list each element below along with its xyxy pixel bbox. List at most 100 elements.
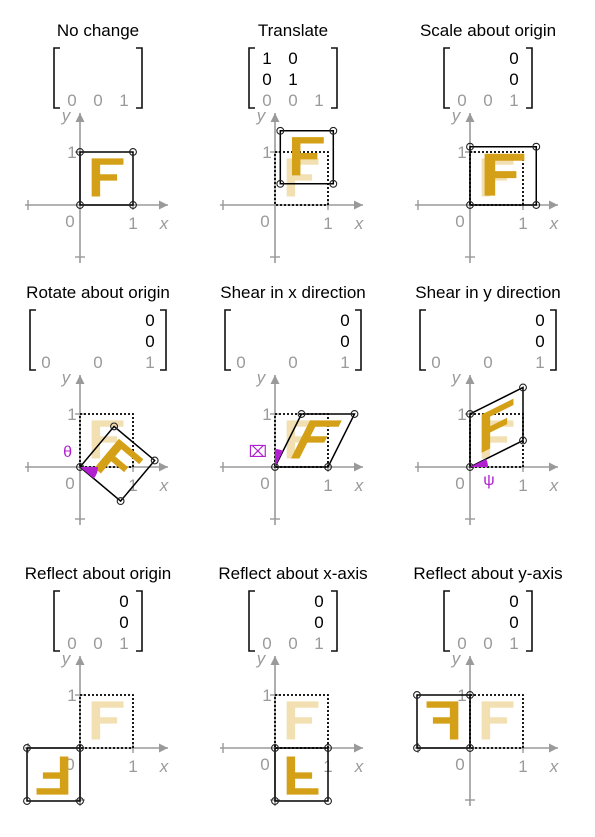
- corner-point: [324, 463, 332, 471]
- corner-point: [116, 497, 125, 506]
- y-axis-arrow-icon: [465, 375, 475, 384]
- origin-label: 0: [65, 755, 74, 774]
- right-bracket: [160, 309, 167, 371]
- panel-title: Rotate about origin: [26, 283, 170, 302]
- transformed-letter-f: [484, 153, 525, 196]
- y-axis-label: y: [256, 106, 267, 125]
- y-axis-label: y: [451, 106, 462, 125]
- corner-point: [23, 744, 31, 752]
- left-bracket: [443, 590, 450, 652]
- x-one-label: 1: [323, 214, 332, 233]
- corner-point: [413, 744, 421, 752]
- transformed-unit-square: [79, 151, 134, 206]
- x-axis-arrow-icon: [159, 200, 168, 210]
- matrix-entry: 0: [262, 91, 271, 110]
- x-one-label: 1: [128, 757, 137, 776]
- x-axis-label: x: [354, 214, 364, 233]
- matrix-entry: 0: [483, 634, 492, 653]
- corner-point: [76, 148, 84, 156]
- y-one-label: 1: [67, 686, 76, 705]
- x-axis-arrow-icon: [354, 743, 363, 753]
- right-bracket: [136, 590, 143, 652]
- matrix-entry: 1: [314, 91, 323, 110]
- matrix-entry: 0: [457, 634, 466, 653]
- corner-point: [466, 691, 474, 699]
- panel-title: Scale about origin: [420, 21, 556, 40]
- x-one-label: 1: [128, 214, 137, 233]
- panel-title: Reflect about y-axis: [413, 564, 562, 583]
- y-axis-arrow-icon: [465, 656, 475, 665]
- y-axis-arrow-icon: [75, 375, 85, 384]
- matrix-entry: 0: [93, 91, 102, 110]
- matrix-entry: 0: [509, 613, 518, 632]
- left-bracket: [224, 309, 231, 371]
- y-axis-label: y: [256, 649, 267, 668]
- origin-label: 0: [65, 212, 74, 231]
- matrix-entry: 0: [483, 91, 492, 110]
- right-bracket: [526, 590, 533, 652]
- matrix-entry: 0: [509, 592, 518, 611]
- transformed-letter-f: [36, 756, 69, 795]
- x-axis-label: x: [159, 214, 169, 233]
- matrix-entry: 1: [340, 353, 349, 372]
- x-axis-label: x: [549, 476, 559, 495]
- origin-label: 0: [260, 755, 269, 774]
- right-bracket: [355, 309, 362, 371]
- origin-label: 0: [455, 212, 464, 231]
- y-axis-label: y: [61, 649, 72, 668]
- corner-point: [276, 179, 285, 188]
- corner-point: [413, 691, 421, 699]
- matrix-entry: 0: [93, 634, 102, 653]
- origin-label: 0: [455, 755, 464, 774]
- transformed-unit-square: [274, 747, 329, 802]
- y-axis-arrow-icon: [465, 113, 475, 122]
- y-axis-label: y: [61, 368, 72, 387]
- y-one-label: 1: [457, 143, 466, 162]
- x-axis-label: x: [354, 757, 364, 776]
- matrix-entry: 0: [119, 613, 128, 632]
- transformed-letter-f: [291, 137, 324, 176]
- matrix-entry: 0: [41, 353, 50, 372]
- y-axis-arrow-icon: [270, 375, 280, 384]
- matrix-entry: 1: [509, 634, 518, 653]
- transformed-letter-f: [94, 438, 144, 474]
- y-axis-arrow-icon: [270, 113, 280, 122]
- y-one-label: 1: [67, 405, 76, 424]
- x-axis-arrow-icon: [354, 200, 363, 210]
- right-bracket: [331, 590, 338, 652]
- corner-point: [271, 744, 279, 752]
- y-axis-label: y: [61, 106, 72, 125]
- matrix-entry: 0: [288, 353, 297, 372]
- transformed-unit-square: [273, 413, 356, 468]
- left-bracket: [443, 47, 450, 109]
- original-letter-f: [286, 158, 319, 197]
- corner-point: [150, 456, 159, 465]
- corner-point: [532, 142, 541, 151]
- corner-point: [76, 797, 84, 805]
- transformed-unit-square: [469, 386, 524, 469]
- matrix-entry: 0: [67, 634, 76, 653]
- corner-point: [466, 142, 474, 151]
- original-unit-square: [274, 151, 329, 206]
- corner-point: [519, 436, 527, 445]
- corner-point: [329, 126, 338, 135]
- matrix-entry: 0: [509, 49, 518, 68]
- transformed-unit-square: [469, 145, 537, 206]
- left-bracket: [248, 47, 255, 109]
- x-one-label: 1: [323, 476, 332, 495]
- matrix-entry: 0: [483, 353, 492, 372]
- matrix-entry: 0: [119, 592, 128, 611]
- corner-point: [129, 201, 137, 209]
- y-axis-label: y: [256, 368, 267, 387]
- matrix-entry: 0: [67, 91, 76, 110]
- corner-point: [129, 148, 137, 156]
- transformed-unit-square: [26, 747, 81, 802]
- origin-label: 0: [455, 474, 464, 493]
- corner-point: [466, 744, 474, 752]
- transformed-unit-square: [416, 694, 471, 749]
